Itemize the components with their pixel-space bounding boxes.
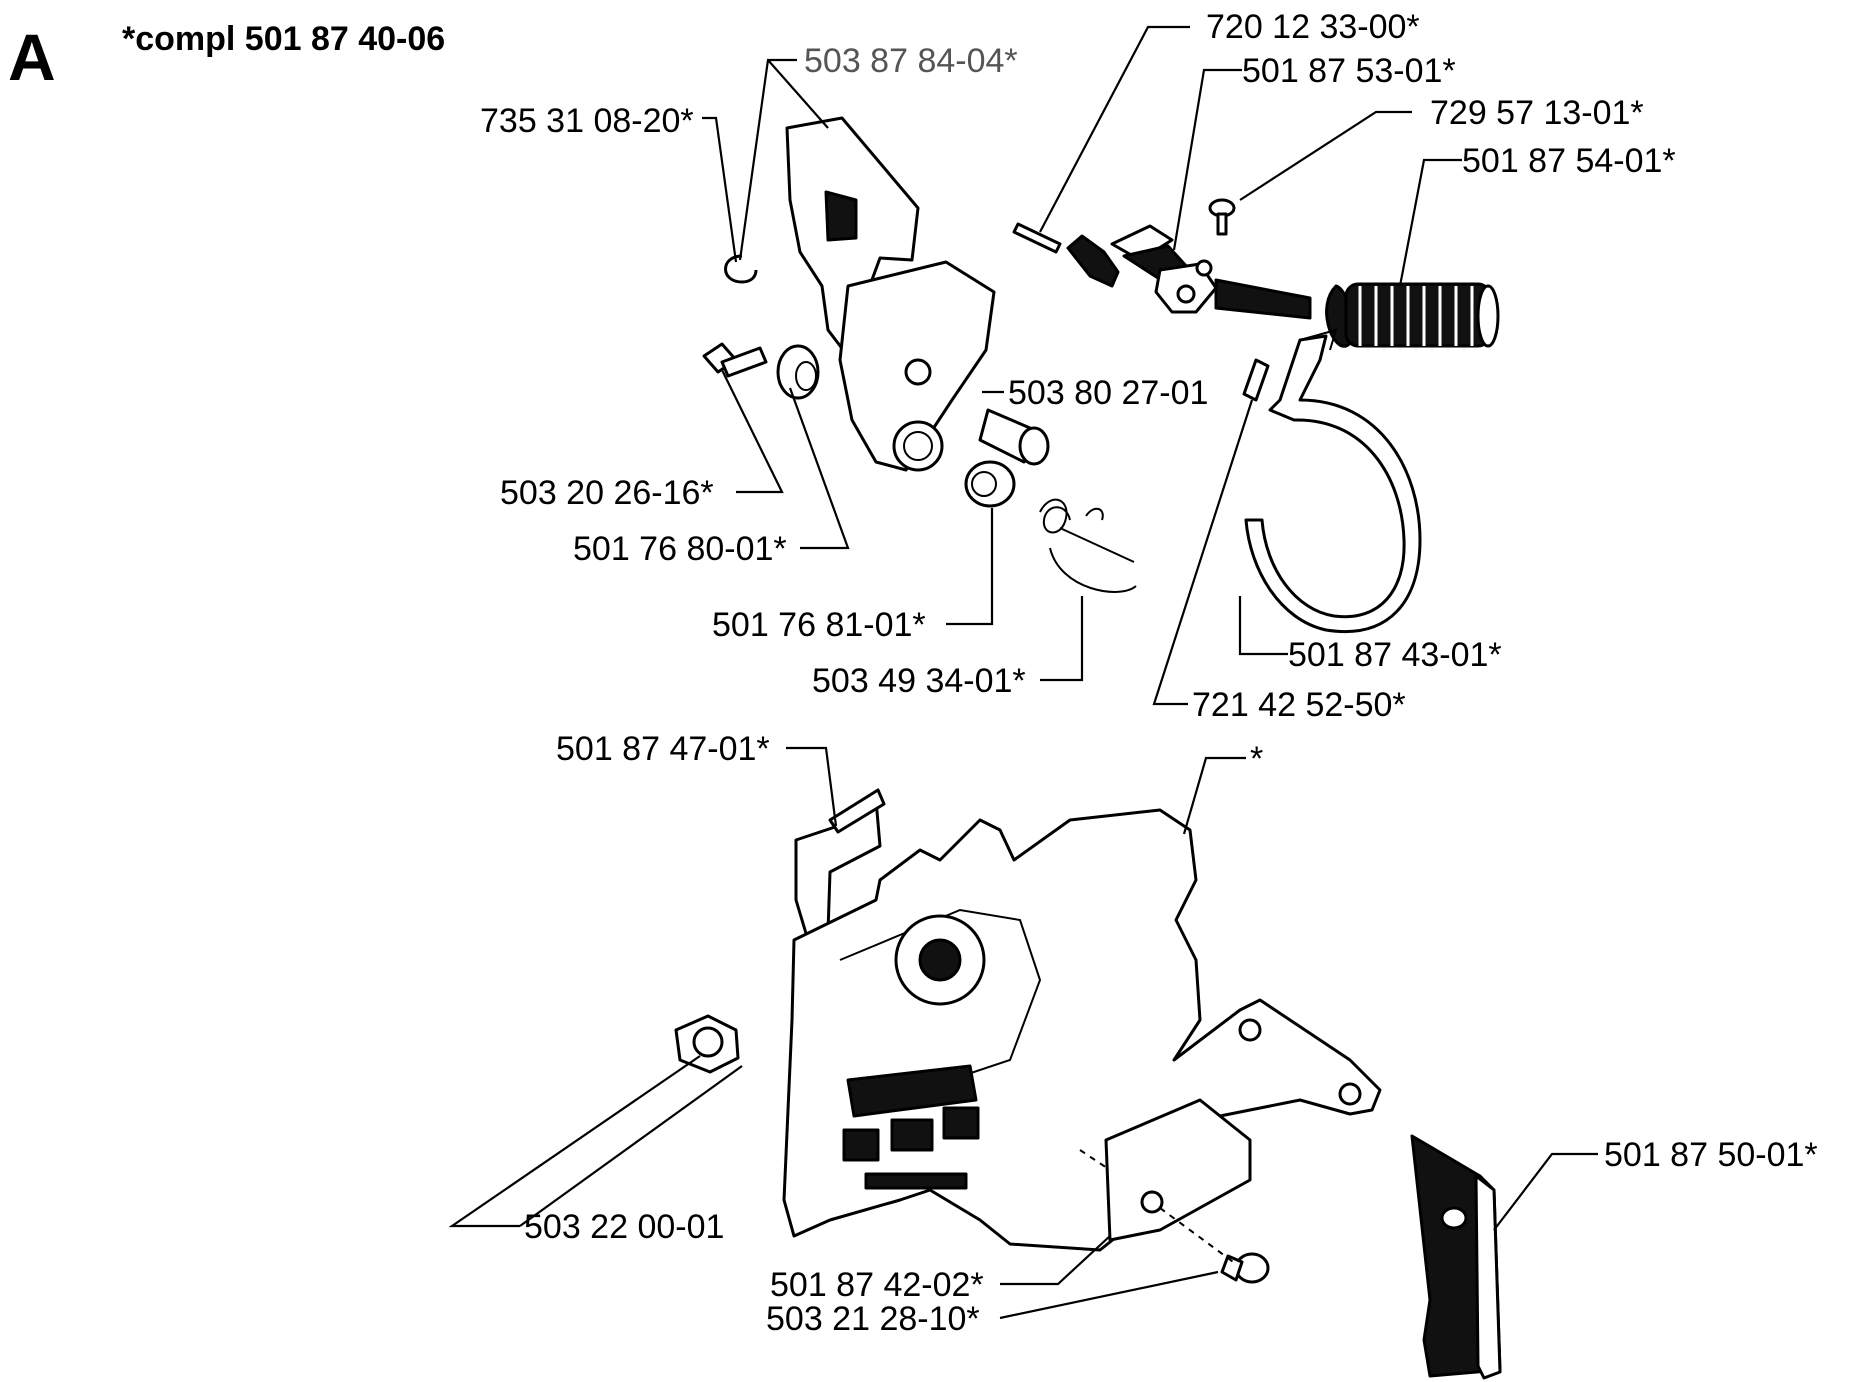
spring-clip (794, 788, 886, 942)
flanged-bushing (964, 460, 1016, 508)
part-label-p13: 721 42 52-50* (1192, 686, 1406, 724)
chain-brake-handle (785, 116, 996, 472)
cover-screw (1220, 1252, 1270, 1284)
small-screw (1208, 198, 1236, 236)
brake-lever (1066, 224, 1312, 320)
part-label-p19: 503 21 28-10* (766, 1300, 980, 1338)
part-label-p14: 501 87 47-01* (556, 730, 770, 768)
part-label-p11: 503 49 34-01* (812, 662, 1026, 700)
chain-guard-cover (1410, 1134, 1502, 1380)
pivot-pin (978, 408, 1050, 466)
part-label-p9: 501 76 80-01* (573, 530, 787, 568)
part-label-p3: 720 12 33-00* (1206, 8, 1420, 46)
part-label-p18: 501 87 42-02* (770, 1266, 984, 1304)
clutch-cover (782, 808, 1382, 1252)
rivet-pin (1242, 358, 1270, 402)
leader-lines (448, 25, 1598, 1320)
part-label-p1: 503 87 84-04* (804, 42, 1018, 80)
part-label-p6: 501 87 54-01* (1462, 142, 1676, 180)
part-label-p10: 501 76 81-01* (712, 606, 926, 644)
part-label-p8: 503 20 26-16* (500, 474, 714, 512)
assembly-title: *compl 501 87 40-06 (122, 20, 445, 58)
part-label-p4: 501 87 53-01* (1242, 52, 1456, 90)
part-label-p5: 729 57 13-01* (1430, 94, 1644, 132)
part-label-p7: 503 80 27-01 (1008, 374, 1208, 412)
circlip (724, 254, 758, 284)
brake-band (1244, 328, 1422, 633)
torsion-spring (1039, 498, 1137, 593)
section-letter: A (8, 20, 56, 94)
compression-spring (1325, 282, 1500, 348)
part-labels: 503 87 84-04* 735 31 08-20* 720 12 33-00… (480, 8, 1818, 1338)
part-label-p12: 501 87 43-01* (1288, 636, 1502, 674)
part-label-p15: * (1250, 740, 1263, 778)
hex-nut (674, 1014, 740, 1074)
bushing (776, 344, 820, 400)
part-label-p16: 503 22 00-01 (524, 1208, 724, 1246)
part-label-p17: 501 87 50-01* (1604, 1136, 1818, 1174)
shoulder-screw (702, 342, 768, 378)
part-label-p2: 735 31 08-20* (480, 102, 694, 140)
spring-pin (1012, 222, 1062, 254)
